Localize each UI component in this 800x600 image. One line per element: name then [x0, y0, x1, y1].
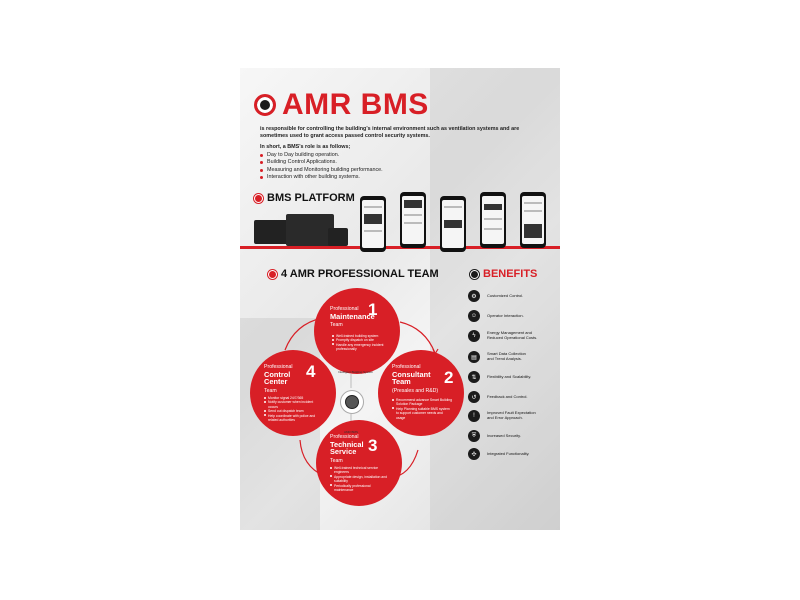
intro-text: is responsible for controlling the build… [260, 126, 520, 140]
duty-item: Recommend advance Smart Building Solutio… [392, 398, 452, 407]
bullet-icon [260, 161, 263, 165]
team-label-main: Control Center [264, 370, 291, 387]
duty-item: Appropriate design, installation and sui… [330, 475, 390, 484]
phone-screen-1 [360, 196, 386, 252]
team-label-main: Consultant Team [392, 370, 431, 387]
role-item: Day to Day building operation. [260, 152, 383, 159]
center-label-top: Intelligent Building System [338, 370, 374, 374]
center-label-bottom: AMR BMS [344, 430, 359, 434]
duty-item: Handle any emergency incident profession… [332, 343, 388, 352]
duty-item: Help Planning suitable BMS system to sup… [392, 407, 452, 420]
phone-screen-5 [520, 192, 546, 248]
benefit-item: ϟ Energy Management and Reduced Operation… [468, 330, 537, 342]
benefit-label: Operator Interaction. [487, 312, 524, 318]
benefit-label: Increased Security. [487, 432, 521, 438]
benefit-label: Customized Control. [487, 292, 524, 298]
bullet-icon [470, 269, 479, 279]
center-hub-icon [340, 390, 364, 414]
duty-item: Send out dispatch team [264, 409, 324, 413]
team-heading: 4 AMR PROFESSIONAL TEAM [268, 268, 439, 280]
poster: AMR BMS is responsible for controlling t… [240, 68, 560, 530]
benefit-label: Smart Data Collection and Trend Analysis… [487, 351, 526, 361]
team-duties: Monitor signal 24/7/365 Notify customer … [264, 396, 324, 423]
flex-icon: ⇅ [468, 371, 480, 383]
team-label-sub: Team [330, 322, 343, 328]
team-label-pre: Professional [392, 364, 421, 370]
duty-item: Well-trained building system [332, 334, 388, 338]
phone-screen-3 [440, 196, 466, 252]
benefit-label: Energy Management and Reduced Operationa… [487, 330, 538, 340]
team-label-pre: Professional [264, 364, 293, 370]
platform-heading: BMS PLATFORM [254, 192, 355, 204]
background-architecture [430, 68, 560, 530]
bullet-icon [254, 193, 263, 203]
bullet-icon [260, 176, 263, 180]
benefit-item: ⛨ Increased Security. [468, 430, 521, 442]
benefit-item: ⚙ Customized Control. [468, 290, 523, 302]
benefit-label: Feedback and Control. [487, 393, 528, 399]
team-label-main: Maintenance [330, 312, 375, 321]
team-label-sub: Team [264, 388, 277, 394]
amr-logo-icon [254, 94, 276, 116]
tablet-device [254, 220, 290, 244]
benefit-item: ▤ Smart Data Collection and Trend Analysi… [468, 351, 526, 363]
team-label-pre: Professional [330, 434, 359, 440]
team-duties: Well-trained technical service engineers… [330, 466, 390, 493]
role-list: Day to Day building operation. Building … [260, 152, 383, 181]
team-label-pre: Professional [330, 306, 359, 312]
team-duties: Recommend advance Smart Building Solutio… [392, 398, 452, 420]
feedback-icon: ↺ [468, 391, 480, 403]
title-block: AMR BMS [254, 88, 429, 121]
role-item: Measuring and Monitoring building perfor… [260, 167, 383, 174]
team-duties: Well-trained building system Promptly di… [332, 334, 388, 352]
monitor-device [286, 214, 334, 246]
team-number: 2 [444, 368, 454, 387]
bullet-icon [260, 168, 263, 172]
team-circle-maintenance: Professional Maintenance Team 1 Well-tra… [314, 288, 400, 374]
benefit-item: ✣ Integrated Functionality. [468, 448, 529, 460]
page-title: AMR BMS [282, 88, 429, 121]
phone-screen-4 [480, 192, 506, 248]
duty-item: Help coordinate with police and related … [264, 414, 324, 423]
phone-screen-2 [400, 192, 426, 248]
benefit-item: ☺ Operator Interaction. [468, 310, 524, 322]
benefit-label: Flexibility and Scalability. [487, 373, 532, 379]
team-number: 3 [368, 436, 378, 455]
bullet-icon [260, 154, 263, 158]
role-heading: In short, a BMS's role is as follows; [260, 144, 351, 150]
bullet-icon [268, 269, 277, 279]
integrate-icon: ✣ [468, 448, 480, 460]
benefit-item: ⇅ Flexibility and Scalability. [468, 371, 531, 383]
duty-item: Promptly dispatch on site [332, 338, 388, 342]
benefit-label: Integrated Functionality. [487, 450, 530, 456]
team-label-sub: Team [330, 458, 343, 464]
duty-item: Notify customer when incident occurs [264, 400, 324, 409]
benefits-heading: BENEFITS [470, 268, 537, 280]
duty-item: Well-trained technical service engineers [330, 466, 390, 475]
team-circle-technical: Professional Technical Service Team 3 We… [316, 420, 402, 506]
team-label-sub: (Presales and R&D) [392, 388, 439, 394]
security-icon: ⛨ [468, 430, 480, 442]
customize-icon: ⚙ [468, 290, 480, 302]
benefit-label: Improved Fault Expectation and Error App… [487, 410, 536, 420]
duty-item: Monitor signal 24/7/365 [264, 396, 324, 400]
operator-icon: ☺ [468, 310, 480, 322]
role-item: Building Control Applications. [260, 159, 383, 166]
team-circle-consultant: Professional Consultant Team (Presales a… [378, 350, 464, 436]
benefit-item: ! Improved Fault Expectation and Error Ap… [468, 410, 536, 422]
duty-item: Periodically professional maintenance [330, 484, 390, 493]
team-number: 1 [368, 300, 378, 319]
data-icon: ▤ [468, 351, 480, 363]
platform-divider [240, 246, 560, 249]
energy-icon: ϟ [468, 330, 480, 342]
team-label-main: Technical Service [330, 440, 364, 457]
role-item: Interaction with other building systems. [260, 174, 383, 181]
benefit-item: ↺ Feedback and Control. [468, 391, 527, 403]
laptop-device [328, 228, 348, 246]
team-circle-control: Professional Control Center Team 4 Monit… [250, 350, 336, 436]
fault-icon: ! [468, 410, 480, 422]
team-number: 4 [306, 362, 316, 381]
